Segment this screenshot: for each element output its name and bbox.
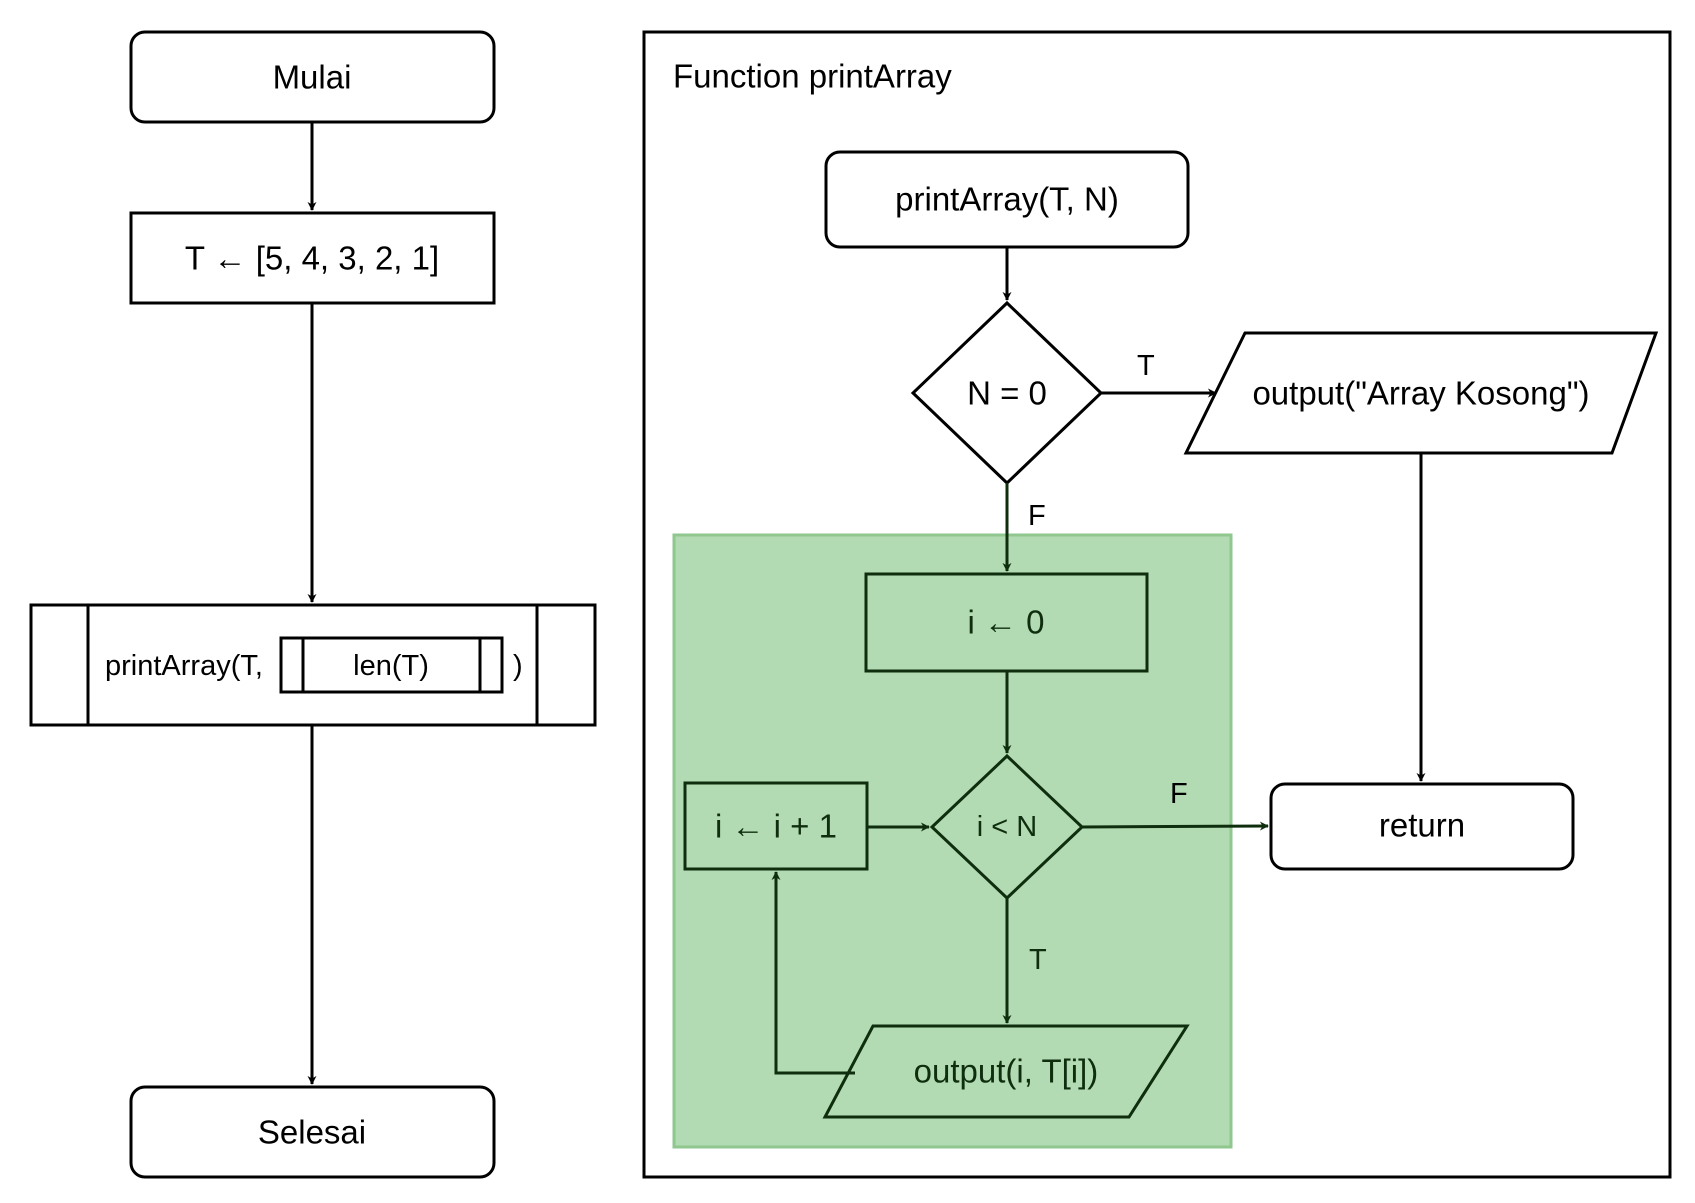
loop-true-label: T <box>1029 944 1047 976</box>
loop-body-output[interactable] <box>822 1024 1190 1119</box>
loop-increment-label: i ← i + 1 <box>715 808 837 845</box>
condition-false-label: F <box>1028 500 1046 532</box>
return-label: return <box>1379 807 1465 844</box>
end-label: Selesai <box>258 1114 366 1151</box>
loop-init-process[interactable] <box>864 572 1149 673</box>
call-prefix-label: printArray(T, <box>105 650 263 682</box>
condition-n-zero-label: N = 0 <box>967 375 1047 412</box>
assign-label: T ← [5, 4, 3, 2, 1] <box>185 240 439 277</box>
call-suffix-label: ) <box>513 650 523 682</box>
assign-process[interactable] <box>129 211 496 305</box>
loop-condition-label: i < N <box>977 811 1037 843</box>
start-label: Mulai <box>273 59 352 96</box>
function-container: Function printArray printArray(T, N) N =… <box>642 30 1672 1179</box>
loop-false-label: F <box>1170 778 1188 810</box>
arrow-loop-false <box>1081 821 1269 831</box>
loop-init-label: i ← 0 <box>967 604 1044 641</box>
loop-increment-process[interactable] <box>683 781 869 871</box>
output-array-kosong-label: output("Array Kosong") <box>1252 375 1589 412</box>
end-terminator[interactable] <box>129 1085 496 1179</box>
return-terminator[interactable] <box>1269 782 1575 871</box>
main-flow: Mulai T ← [5, 4, 3, 2, 1] printArray(T, … <box>29 30 597 1179</box>
function-header-label: printArray(T, N) <box>895 181 1119 218</box>
arrow-body-to-increment <box>771 871 855 1075</box>
loop-body-output-label: output(i, T[i]) <box>914 1053 1099 1090</box>
inner-subroutine-len[interactable] <box>279 636 504 694</box>
inner-subroutine-label: len(T) <box>353 650 429 682</box>
function-title: Function printArray <box>673 58 952 95</box>
condition-true-label: T <box>1137 350 1155 382</box>
output-array-kosong[interactable] <box>1183 331 1659 455</box>
